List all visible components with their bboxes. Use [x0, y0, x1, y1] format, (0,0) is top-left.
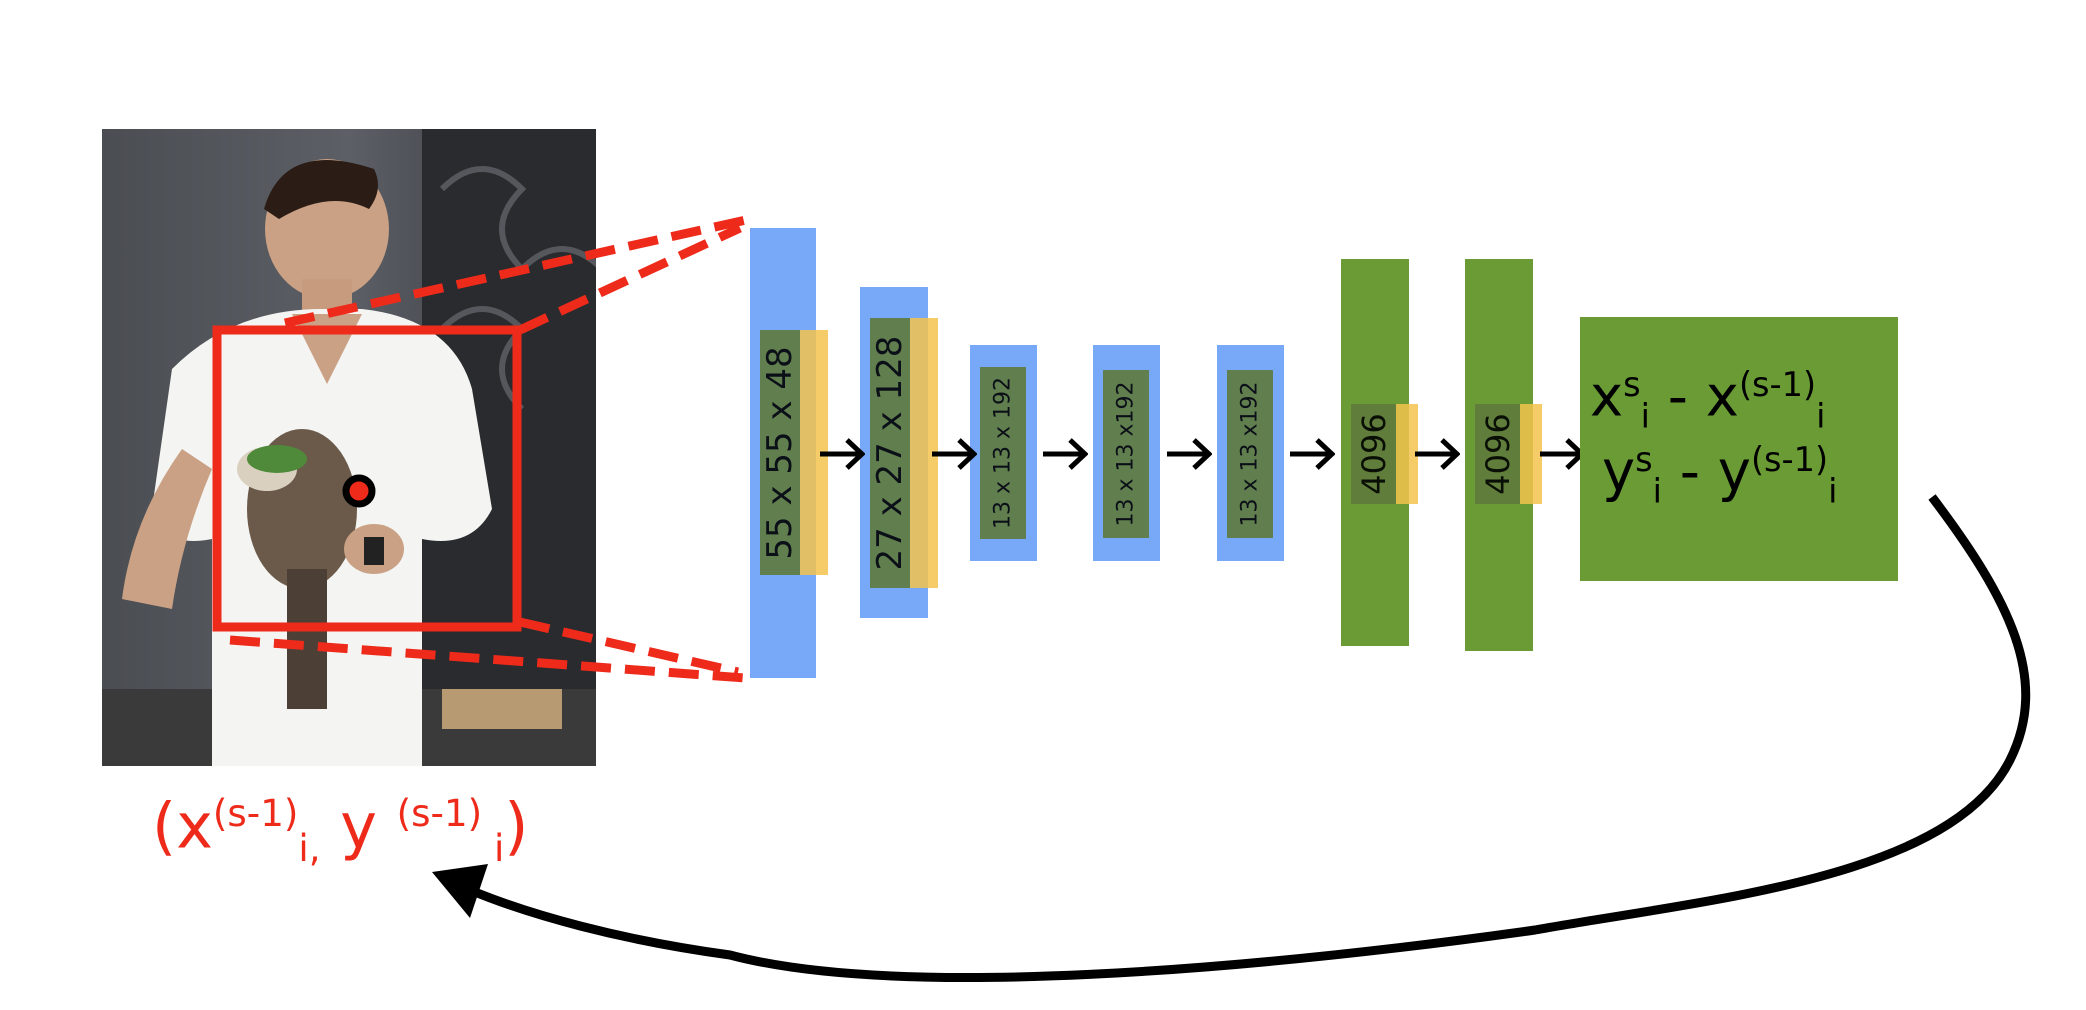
projection-line-bottom-inner	[518, 617, 740, 677]
output-y-prev-sup: (s-1)	[1750, 440, 1829, 479]
feedback-arrowhead	[432, 864, 488, 918]
layer-size-label-2: 27 x 27 x 128	[870, 335, 910, 571]
layer-size-box-5: 13 x 13 x192	[1227, 370, 1273, 538]
projection-line-top-inner	[518, 223, 742, 335]
output-x-sub: i	[1640, 396, 1650, 436]
coord-mid: y	[320, 789, 397, 863]
input-coordinate-label: (x(s-1)i, y (s-1) i)	[152, 778, 528, 883]
output-y-sup: s	[1635, 440, 1653, 479]
layer-size-box-7: 4096	[1475, 404, 1520, 504]
flow-arrow-1	[820, 438, 865, 470]
layer-size-box-6: 4096	[1351, 404, 1396, 504]
output-x-minus: - x	[1649, 364, 1739, 430]
layer-size-box-3: 13 x 13 x 192	[980, 367, 1026, 539]
layer-size-box-1: 55 x 55 x 48	[760, 330, 800, 575]
coord-close: )	[504, 789, 529, 863]
joint-marker-dot	[342, 474, 376, 508]
output-x-prev-sub: i	[1816, 396, 1826, 436]
layer-size-label-1: 55 x 55 x 48	[760, 345, 800, 560]
output-x: x	[1590, 364, 1624, 430]
output-y-sub: i	[1652, 471, 1662, 511]
flow-arrow-7	[1540, 438, 1585, 470]
flow-arrow-4	[1167, 438, 1212, 470]
output-y-prev-sub: i	[1828, 471, 1838, 511]
kernel-highlight-7	[1520, 404, 1542, 504]
layer-size-box-2: 27 x 27 x 128	[870, 318, 910, 588]
output-line-x: xsi - x(s-1)i	[1590, 357, 1825, 445]
flow-arrow-5	[1290, 438, 1335, 470]
coord-open: (x	[152, 789, 213, 863]
flow-arrow-3	[1043, 438, 1088, 470]
coord-y-sub: i	[482, 826, 505, 871]
flow-arrow-6	[1415, 438, 1460, 470]
layer-size-label-4: 13 x 13 x192	[1113, 381, 1139, 527]
coord-x-sup: (s-1)	[212, 791, 299, 835]
coord-y-sup: (s-1)	[396, 791, 483, 835]
output-line-y: ysi - y(s-1)i	[1602, 432, 1837, 520]
layer-size-label-6: 4096	[1354, 413, 1393, 495]
output-y-minus: - y	[1661, 439, 1751, 505]
output-y: y	[1602, 439, 1636, 505]
kernel-highlight-6	[1396, 404, 1418, 504]
crop-box	[212, 325, 522, 632]
output-x-sup: s	[1623, 365, 1641, 404]
output-x-prev-sup: (s-1)	[1738, 365, 1817, 404]
layer-size-label-5: 13 x 13 x192	[1237, 381, 1263, 527]
input-photo	[102, 129, 596, 766]
coord-x-sub: i,	[298, 826, 321, 871]
flow-arrow-2	[932, 438, 977, 470]
layer-size-label-7: 4096	[1478, 413, 1517, 495]
projection-line-top	[284, 213, 756, 328]
feedback-arrow	[468, 494, 2031, 982]
output-box: xsi - x(s-1)i ysi - y(s-1)i	[1580, 317, 1898, 581]
layer-size-box-4: 13 x 13 x192	[1103, 370, 1149, 538]
layer-size-label-3: 13 x 13 x 192	[990, 377, 1016, 529]
